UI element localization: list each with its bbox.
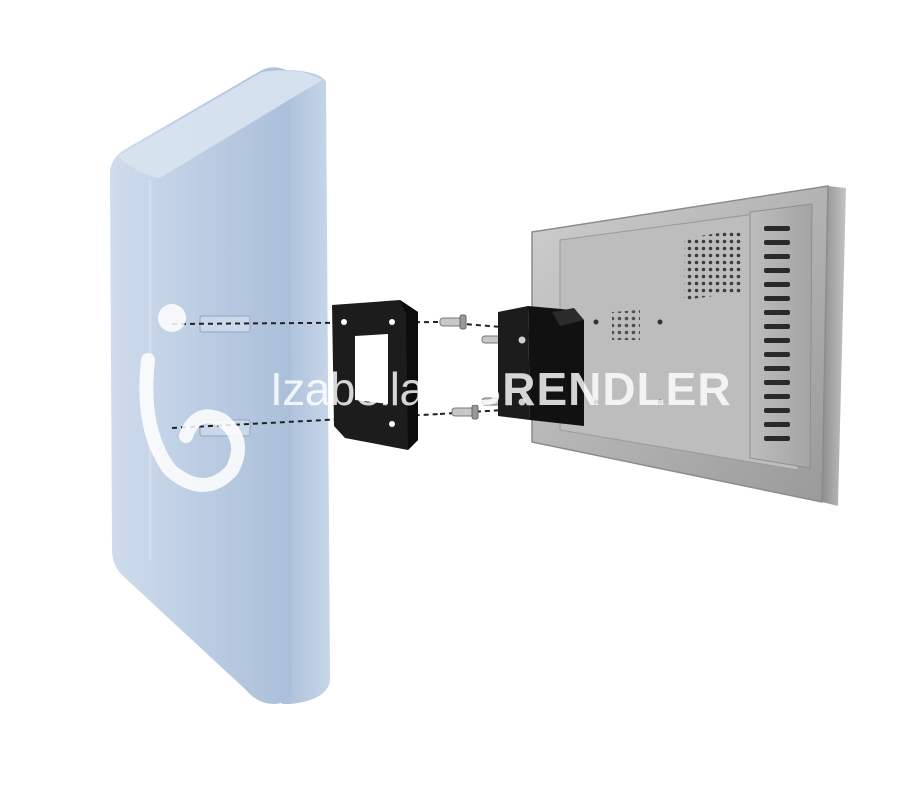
- watermark-logo-icon: [139, 304, 246, 492]
- screws: [439, 314, 501, 420]
- wall-bracket: [332, 300, 418, 450]
- vent-slots: [764, 226, 790, 441]
- screw-top: [439, 314, 467, 330]
- device-bracket: [498, 306, 584, 426]
- wall-panel: [110, 67, 330, 704]
- screw-device-top: [481, 335, 501, 344]
- panel-pc: [531, 185, 846, 506]
- screw-device-bottom: [481, 397, 501, 406]
- screw-bottom: [451, 404, 479, 420]
